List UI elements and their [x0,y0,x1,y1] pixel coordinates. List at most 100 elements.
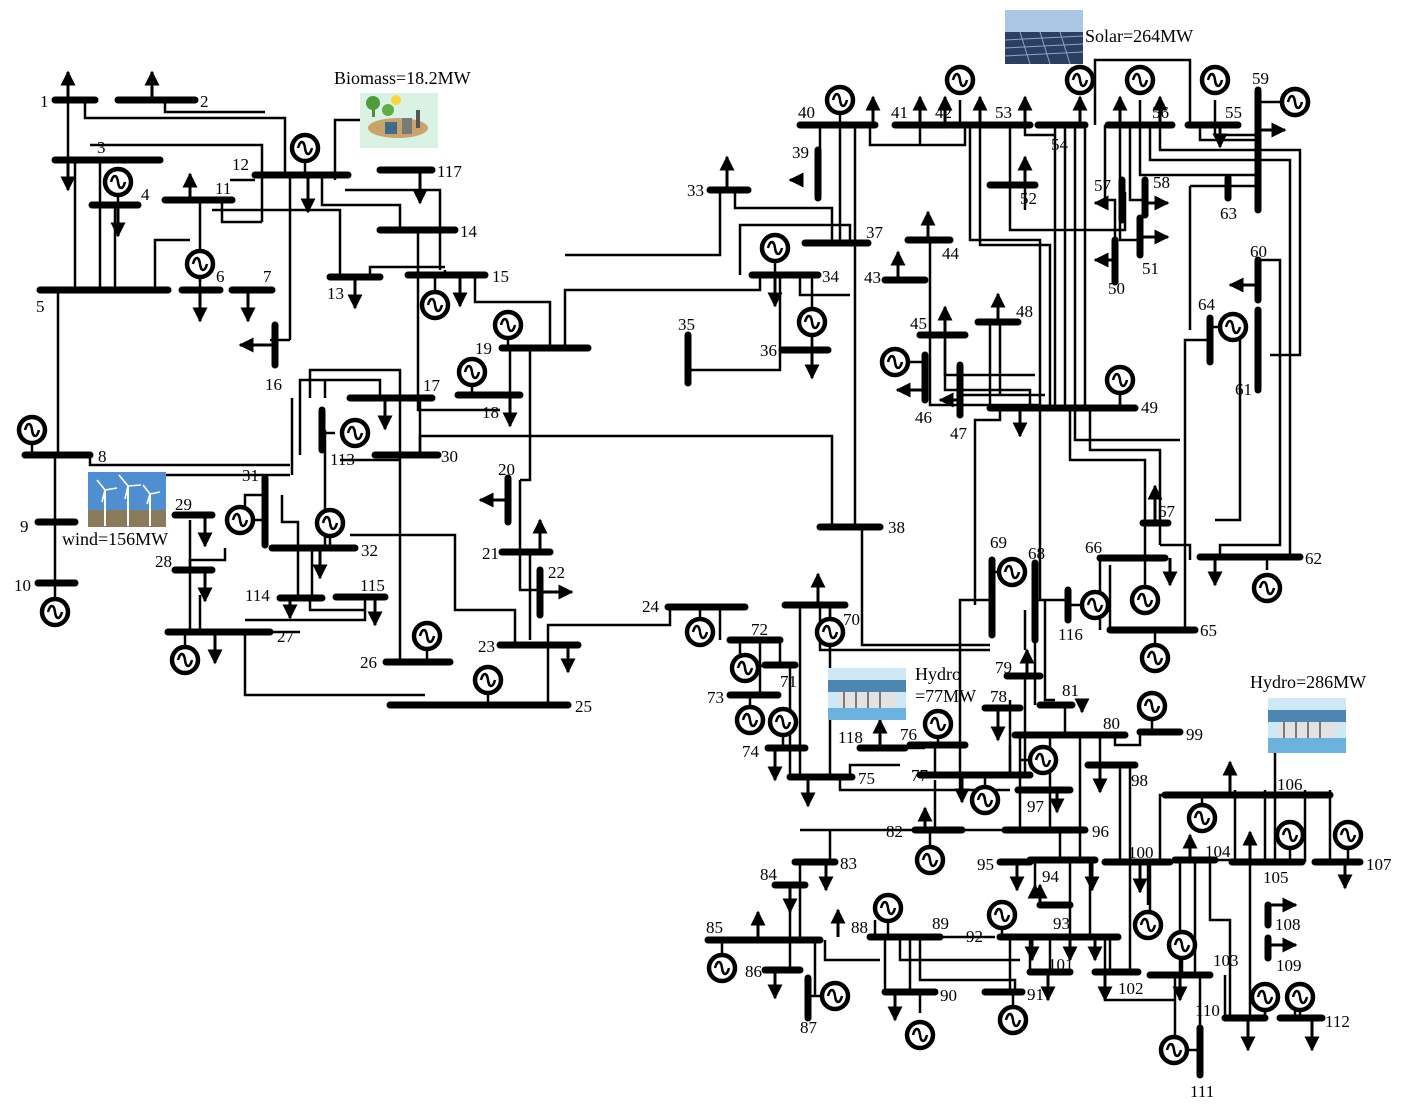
bus-label-49: 49 [1141,398,1158,417]
bus-label-55: 55 [1225,103,1242,122]
bus-label-76: 76 [900,725,917,744]
bus-label-36: 36 [760,341,777,360]
bus-label-22: 22 [548,563,565,582]
generator-icon [907,1022,933,1048]
bus-label-23: 23 [478,637,495,656]
bus-label-27: 27 [277,627,295,646]
generator-icon [475,667,501,693]
bus-label-25: 25 [575,697,592,716]
bus-label-69: 69 [990,533,1007,552]
generator-icon [1139,693,1165,719]
bus-label-3: 3 [97,138,106,157]
bus-label-60: 60 [1250,242,1267,261]
generator-icon [1202,67,1228,93]
hydro-286-label: Hydro=286MW [1250,672,1366,692]
bus-label-16: 16 [265,375,282,394]
generator-icon [925,711,951,737]
bus-label-56: 56 [1152,103,1169,122]
bus-label-109: 109 [1276,956,1302,975]
bus-label-85: 85 [706,918,723,937]
generator-icon [1030,747,1056,773]
generator-icon [105,169,131,195]
bus-label-31: 31 [242,466,259,485]
bus-label-61: 61 [1235,380,1252,399]
bus-label-74: 74 [742,742,760,761]
biomass-label: Biomass=18.2MW [334,68,471,88]
bus-label-91: 91 [1027,985,1044,1004]
bus-label-99: 99 [1186,725,1203,744]
bus-label-28: 28 [155,552,172,571]
generator-icon [1335,822,1361,848]
bus-label-51: 51 [1142,259,1159,278]
bus-label-41: 41 [891,103,908,122]
bus-label-20: 20 [498,460,515,479]
bus-label-19: 19 [475,339,492,358]
bus-label-45: 45 [910,314,927,333]
generator-icon [342,420,368,446]
generator-icon [999,559,1025,585]
generator-icon [495,312,521,338]
bus-label-104: 104 [1205,842,1231,861]
bus-label-71: 71 [780,672,797,691]
bus-label-44: 44 [942,244,960,263]
bus-label-1: 1 [40,92,49,111]
bus-label-75: 75 [858,769,875,788]
bus-label-80: 80 [1103,714,1120,733]
bus-label-101: 101 [1048,955,1074,974]
bus-label-92: 92 [966,927,983,946]
bus-label-14: 14 [460,222,478,241]
bus-label-84: 84 [760,865,778,884]
generator-icon [1189,805,1215,831]
bus-label-64: 64 [1198,295,1216,314]
bus-label-93: 93 [1053,914,1070,933]
bus-label-37: 37 [866,223,884,242]
generator-icon [414,623,440,649]
bus-label-116: 116 [1058,625,1083,644]
generator-icon [317,510,343,536]
bus-label-50: 50 [1108,279,1125,298]
generator-icon [737,707,763,733]
bus-label-21: 21 [482,544,499,563]
generator-icon [1127,67,1153,93]
bus-label-6: 6 [216,267,225,286]
generator-icon [187,251,213,277]
bus-label-57: 57 [1094,176,1112,195]
bus-label-107: 107 [1366,855,1392,874]
bus-label-11: 11 [215,179,231,198]
hydro-dam-icon [1268,698,1346,753]
bus-label-39: 39 [792,143,809,162]
generator-icon [459,359,485,385]
bus-label-81: 81 [1062,681,1079,700]
generator-icon [762,235,788,261]
generator-icon [19,417,45,443]
solar-label: Solar=264MW [1085,26,1193,46]
generators [19,67,1361,1063]
generator-icon [989,902,1015,928]
bus-label-59: 59 [1252,69,1269,88]
generator-icon [1254,575,1280,601]
generator-icon [1252,984,1278,1010]
bus-label-87: 87 [800,1018,818,1037]
bus-label-62: 62 [1305,549,1322,568]
bus-label-35: 35 [678,315,695,334]
bus-label-17: 17 [423,376,441,395]
generator-icon [1107,367,1133,393]
generator-icon [1169,932,1195,958]
bus-label-90: 90 [940,986,957,1005]
bus-label-12: 12 [232,155,249,174]
generator-icon [1135,912,1161,938]
bus-label-111: 111 [1190,1082,1214,1101]
bus-label-65: 65 [1200,621,1217,640]
generator-icon [770,709,796,735]
bus-label-106: 106 [1277,775,1303,794]
bus-label-97: 97 [1027,797,1045,816]
bus-label-52: 52 [1020,189,1037,208]
bus-label-30: 30 [441,447,458,466]
bus-label-7: 7 [263,267,272,286]
bus-label-5: 5 [36,297,45,316]
bus-label-89: 89 [932,914,949,933]
bus-label-13: 13 [327,284,344,303]
bus-label-88: 88 [851,918,868,937]
bus-label-95: 95 [977,855,994,874]
